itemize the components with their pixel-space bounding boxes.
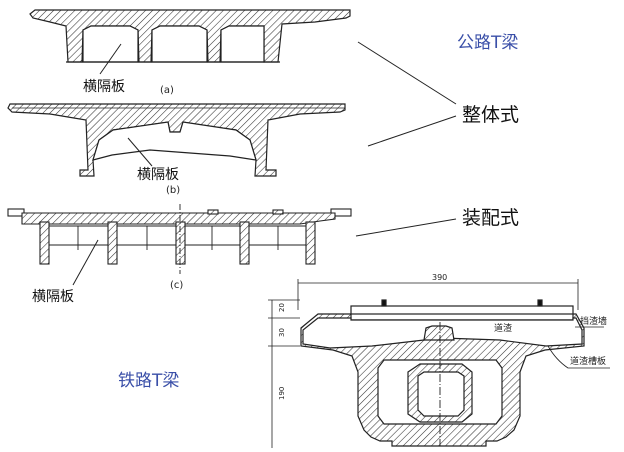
leader-highway-a	[357, 41, 457, 105]
railway-dimensions	[268, 279, 579, 448]
ballast-wall-label: 挡渣墙	[580, 315, 607, 327]
section-a-void-3	[220, 25, 265, 63]
section-a-void-1	[82, 25, 139, 63]
caption-c: (c)	[170, 280, 183, 291]
section-c-diaphragms	[49, 225, 306, 250]
section-c-joint-1	[207, 209, 219, 215]
diaphragm-label-b: 横隔板	[137, 167, 179, 183]
section-c-girder-2	[107, 221, 118, 265]
leader-c	[72, 239, 99, 286]
section-c-deck	[21, 212, 336, 225]
monolithic-label: 整体式	[462, 104, 519, 126]
section-c-joint-2	[272, 209, 284, 215]
section-c-girder-3	[175, 221, 186, 265]
railway-rail-support	[423, 325, 455, 341]
railway-box-inner	[407, 363, 473, 423]
leader-ballast-slab	[547, 345, 610, 369]
section-b-void	[92, 121, 257, 161]
diaphragm-label-c: 横隔板	[32, 289, 74, 305]
section-c-girder-4	[239, 221, 250, 265]
leader-a	[99, 43, 122, 75]
railway-t-beam-label: 铁路T梁	[118, 371, 179, 391]
assembled-label: 装配式	[462, 207, 519, 229]
leader-highway-b	[367, 115, 457, 147]
dim-30: 30	[278, 328, 286, 337]
leader-b	[127, 137, 153, 167]
section-c-girder-1	[39, 221, 50, 265]
ballast-label: 道渣	[494, 322, 512, 334]
railway-sleeper	[350, 305, 574, 315]
railway-section	[300, 299, 585, 447]
dim-width: 390	[432, 273, 447, 282]
section-b	[7, 103, 346, 177]
railway-rail-right	[537, 299, 543, 307]
dim-20: 20	[278, 303, 286, 312]
section-c-girder-5	[305, 221, 316, 265]
railway-rail-left	[381, 299, 387, 307]
caption-b: (b)	[166, 185, 180, 196]
section-a-void-2	[151, 25, 208, 63]
section-c	[7, 208, 352, 265]
dim-190: 190	[278, 387, 286, 400]
diaphragm-label-a: 横隔板	[83, 79, 125, 95]
section-a	[29, 9, 351, 63]
ballast-slab-label: 道渣槽板	[570, 355, 606, 367]
leader-assembled	[355, 218, 457, 237]
caption-a: (a)	[160, 85, 174, 96]
highway-t-beam-label: 公路T梁	[457, 33, 518, 53]
